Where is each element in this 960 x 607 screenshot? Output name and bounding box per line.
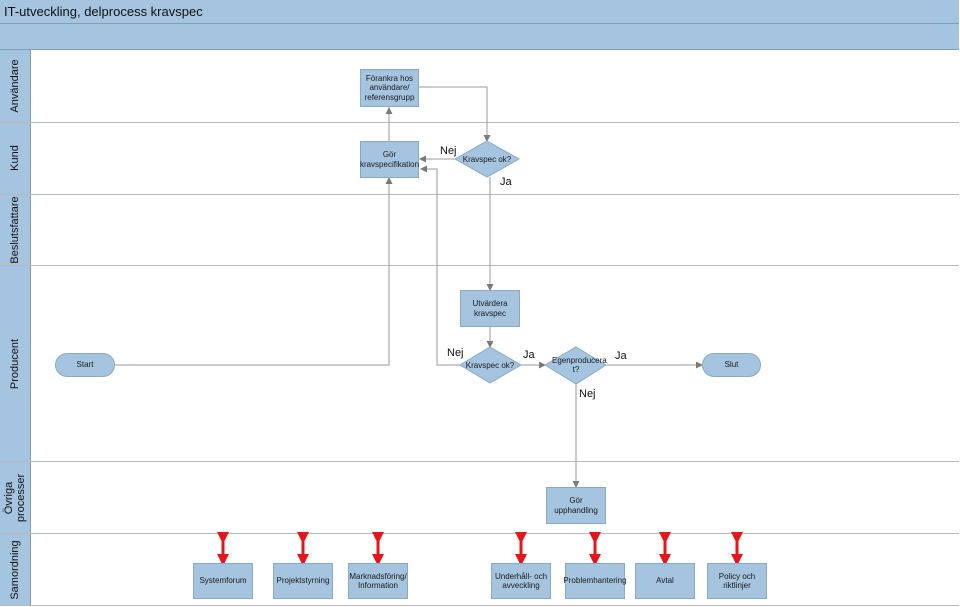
- decision-egen-label: Egenproducera t?: [552, 356, 607, 374]
- node-slut[interactable]: Slut: [702, 353, 761, 377]
- lane-separator: [0, 265, 959, 266]
- lane-label-samordning: Samordning: [0, 534, 31, 606]
- node-gor-kravspec-label: Gör kravspecifikation: [359, 150, 420, 169]
- decision-diamond-top: [453, 140, 521, 178]
- node-forankra[interactable]: Förankra hos användare/ referensgrupp: [360, 69, 419, 107]
- decision-top-label: Kravspec ok?: [462, 155, 512, 164]
- samordning-label: Avtal: [656, 576, 674, 586]
- node-utvardera[interactable]: Utvärdera kravspec: [460, 290, 520, 327]
- lane-separator: [0, 122, 959, 123]
- diagram-title: IT-utveckling, delprocess kravspec: [4, 4, 203, 19]
- node-gor-upphandling-label: Gör upphandling: [554, 496, 598, 515]
- node-start-label: Start: [76, 360, 94, 370]
- lane-label-producent: Producent: [0, 266, 31, 462]
- samordning-underhall[interactable]: Underhåll- och avveckling: [491, 563, 551, 599]
- lane-label-anvandare: Användare: [0, 50, 31, 122]
- samordning-marknadsforing[interactable]: Marknadsföring/ Information: [348, 563, 408, 599]
- node-utvardera-label: Utvärdera kravspec: [472, 299, 508, 318]
- lane-separator: [0, 605, 959, 606]
- lane-label-ovriga: Övriga processer: [0, 462, 31, 534]
- samordning-label: Projektstyrning: [276, 576, 330, 586]
- node-gor-upphandling[interactable]: Gör upphandling: [546, 487, 606, 524]
- branch-ja-mid: Ja: [523, 349, 535, 361]
- lane-label-beslutsfattare: Beslutsfattare: [0, 194, 31, 266]
- node-forankra-label: Förankra hos användare/ referensgrupp: [364, 73, 415, 102]
- lane-separator: [0, 533, 959, 534]
- arrow-nej-mid: [420, 165, 460, 366]
- samordning-problemhantering[interactable]: Problemhantering: [563, 563, 627, 599]
- decision-mid-label: Kravspec ok?: [465, 361, 515, 370]
- node-start[interactable]: Start: [55, 353, 115, 377]
- branch-ja-top: Ja: [500, 176, 512, 188]
- arrow-start-to-gor-kravspec: [115, 177, 393, 366]
- samordning-avtal[interactable]: Avtal: [635, 563, 695, 599]
- lane-separator: [0, 461, 959, 462]
- branch-nej-top: Nej: [440, 145, 457, 157]
- samordning-label: Underhåll- och avveckling: [494, 571, 548, 591]
- decision-diamond-mid: [459, 346, 522, 384]
- decision-diamond-egen: [544, 346, 607, 385]
- header-bar: [0, 24, 959, 50]
- branch-ja-egen: Ja: [615, 350, 627, 362]
- samordning-label: Problemhantering: [563, 576, 627, 586]
- branch-nej-mid: Nej: [447, 347, 464, 359]
- samordning-systemforum[interactable]: Systemforum: [193, 563, 253, 599]
- samordning-label: Policy och riktlinjer: [718, 571, 756, 591]
- lane-separator: [0, 194, 959, 195]
- samordning-label: Marknadsföring/ Information: [349, 571, 407, 591]
- node-slut-label: Slut: [724, 360, 739, 370]
- samordning-projektstyrning[interactable]: Projektstyrning: [273, 563, 333, 599]
- arrow-forankra-to-decision: [419, 86, 491, 142]
- samordning-policy[interactable]: Policy och riktlinjer: [707, 563, 767, 599]
- branch-nej-egen: Nej: [579, 388, 596, 400]
- node-gor-kravspec[interactable]: Gör kravspecifikation: [360, 141, 419, 178]
- lane-label-kund: Kund: [0, 122, 31, 194]
- samordning-label: Systemforum: [199, 576, 247, 586]
- title-bar: IT-utveckling, delprocess kravspec: [0, 0, 959, 24]
